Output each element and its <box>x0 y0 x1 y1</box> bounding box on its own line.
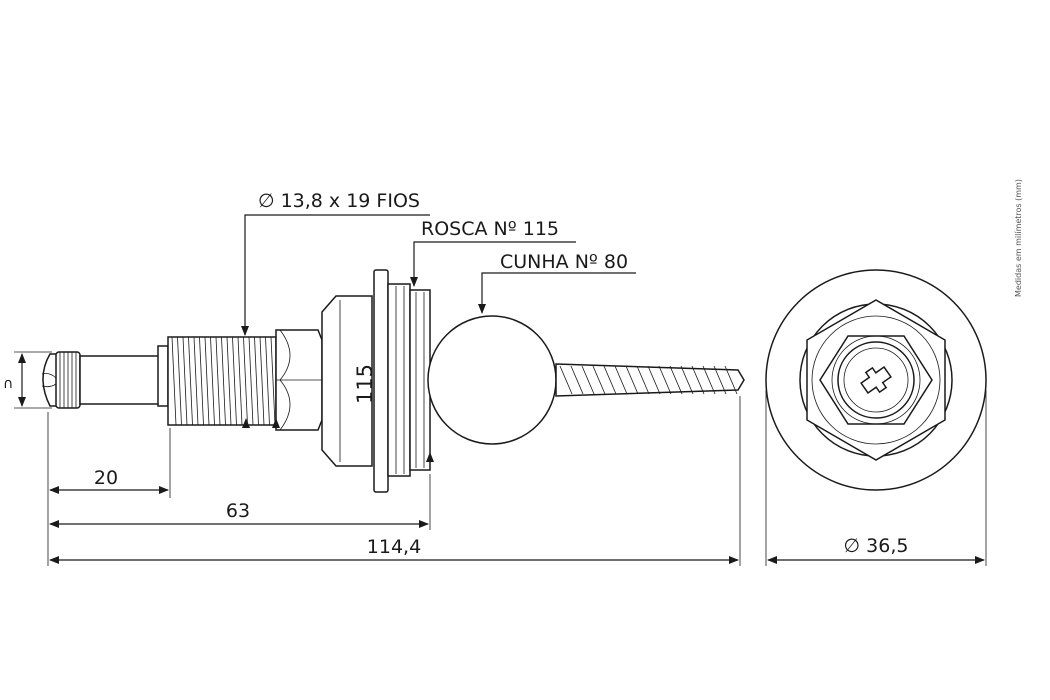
flange-plate <box>373 269 389 493</box>
wedge-ring <box>427 315 557 445</box>
cross-slot-icon <box>860 366 892 394</box>
callout-thread-spec: ∅ 13,8 x 19 FIOS <box>241 190 430 336</box>
thread-number-label: ROSCA Nº 115 <box>421 218 559 240</box>
shank-collar <box>157 345 169 407</box>
smooth-shank <box>79 355 161 405</box>
part-marking: 115 <box>353 364 377 404</box>
flange-body: 115 <box>321 295 377 467</box>
threaded-section <box>167 336 277 426</box>
wedge-number-label: CUNHA Nº 80 <box>500 251 628 273</box>
dimension-20-label: 20 <box>94 467 118 489</box>
hex-nut <box>275 329 323 431</box>
callout-thread-number: ROSCA Nº 115 <box>410 218 576 287</box>
dimension-114-label: 114,4 <box>367 536 421 558</box>
dimension-63-label: 63 <box>226 500 250 522</box>
dimension-114: 114,4 <box>49 536 739 564</box>
front-view <box>765 269 987 491</box>
side-view: 115 <box>41 269 745 493</box>
wood-screw <box>555 363 745 397</box>
dimension-63: 63 <box>49 500 429 528</box>
thread-spec-label: ∅ 13,8 x 19 FIOS <box>258 190 420 212</box>
units-note: Medidas em milímetros (mm) <box>1014 179 1023 297</box>
thread-collar <box>387 283 431 477</box>
dimension-side-label: ∩ <box>3 376 13 392</box>
dimension-side: ∩ <box>3 351 52 409</box>
screw-head <box>41 351 81 409</box>
diameter-label: ∅ 36,5 <box>844 535 909 557</box>
callout-wedge-number: CUNHA Nº 80 <box>478 251 636 314</box>
dimension-diameter: ∅ 36,5 <box>765 390 987 566</box>
dimension-20: 20 <box>49 467 169 494</box>
